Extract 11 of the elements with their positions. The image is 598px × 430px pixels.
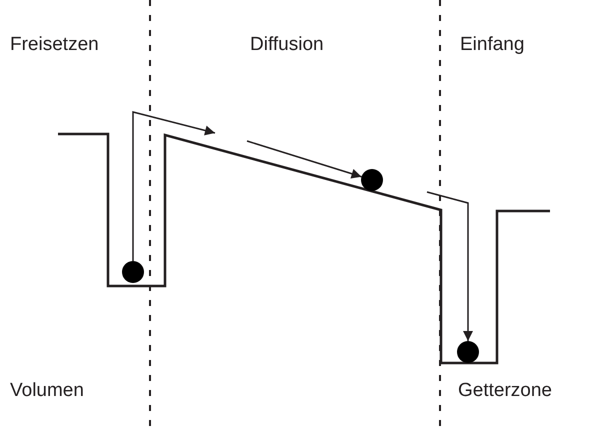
arrow [246,140,362,179]
arrow [426,191,473,341]
arrow [132,111,216,261]
phase-label: Einfang [460,34,524,56]
region-label: Volumen [10,380,84,402]
particle-dot [457,341,479,363]
phase-label: Diffusion [250,34,324,56]
phase-label: Freisetzen [10,34,99,56]
particle-dot [361,169,383,191]
region-label: Getterzone [458,380,552,402]
particle-dot [122,261,144,283]
